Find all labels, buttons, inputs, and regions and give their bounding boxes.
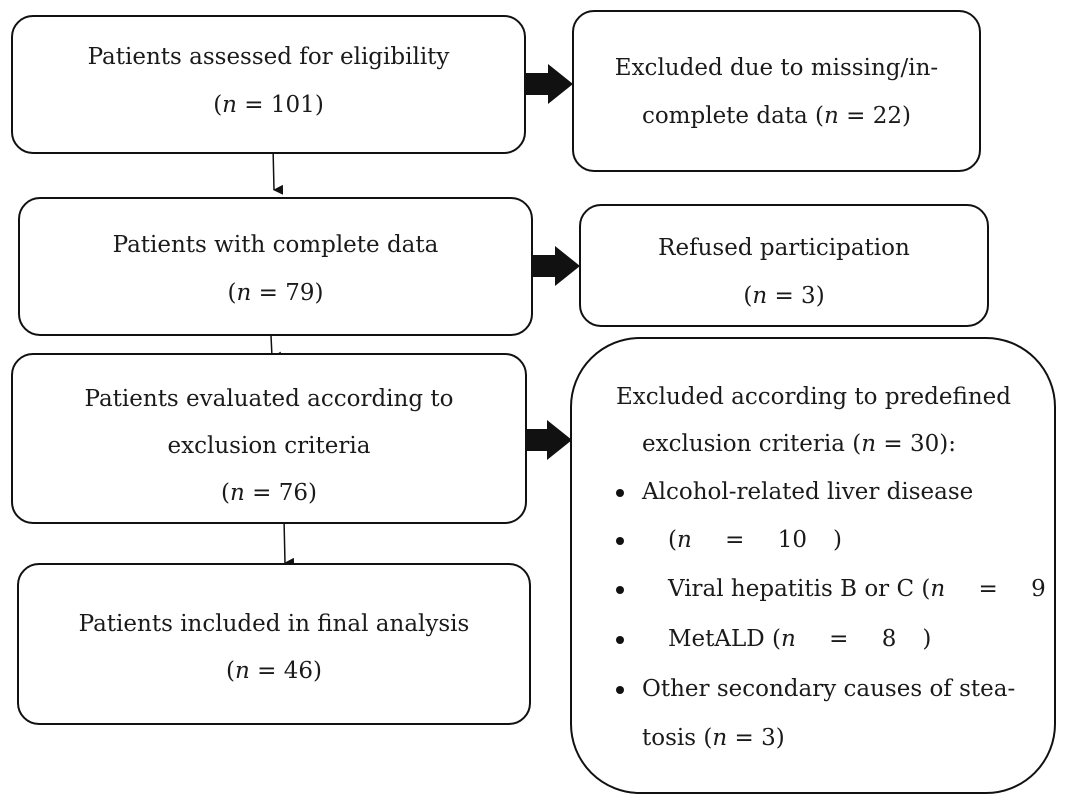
box-count: (n = 3) <box>743 283 825 309</box>
box-title: Refused participation <box>658 235 910 261</box>
box-count: exclusion criteria (n = 30): <box>642 431 956 457</box>
box-subtitle: exclusion criteria <box>167 433 371 459</box>
box-title: Excluded according to predefined <box>616 384 1011 410</box>
list-item: Viral hepatitis B or C (n = 9) <box>616 565 1065 613</box>
box-excluded-criteria: Excluded according to predefined exclusi… <box>570 337 1056 794</box>
box-title: Patients assessed for eligibility <box>87 44 450 70</box>
list-item: (n = 10) <box>616 516 842 564</box>
box-count: (n = 76) <box>221 480 317 506</box>
arrow-to-refused <box>532 246 580 286</box>
box-patients-evaluated: Patients evaluated according to exclusio… <box>11 353 527 524</box>
box-title: Patients included in final analysis <box>78 611 470 637</box>
box-patients-assessed: Patients assessed for eligibility (n = 1… <box>11 15 526 154</box>
box-excluded-missing-data: Excluded due to missing/in- complete dat… <box>572 10 981 172</box>
box-refused-participation: Refused participation (n = 3) <box>579 204 989 327</box>
list-item: Alcohol-related liver disease <box>616 468 973 516</box>
box-patients-final-analysis: Patients included in final analysis (n =… <box>17 563 531 725</box>
list-item: MetALD (n = 8) <box>616 615 931 663</box>
box-count: (n = 46) <box>226 658 322 684</box>
box-count: complete data (n = 22) <box>641 103 912 129</box>
list-item: Other secondary causes of stea- <box>616 665 1015 713</box>
box-title: Patients evaluated according to <box>84 386 454 412</box>
box-patients-complete-data: Patients with complete data (n = 79) <box>18 197 533 336</box>
arrow-to-excluded-criteria <box>527 420 572 460</box>
box-title: Patients with complete data <box>112 232 439 258</box>
arrow-to-excluded-missing <box>526 64 573 104</box>
box-count: (n = 101) <box>213 92 324 118</box>
list-item-continuation: tosis (n = 3) <box>642 725 785 751</box>
box-title: Excluded due to missing/in- <box>614 55 939 81</box>
box-count: (n = 79) <box>227 280 324 306</box>
arrow-evaluated-to-final <box>283 518 295 568</box>
